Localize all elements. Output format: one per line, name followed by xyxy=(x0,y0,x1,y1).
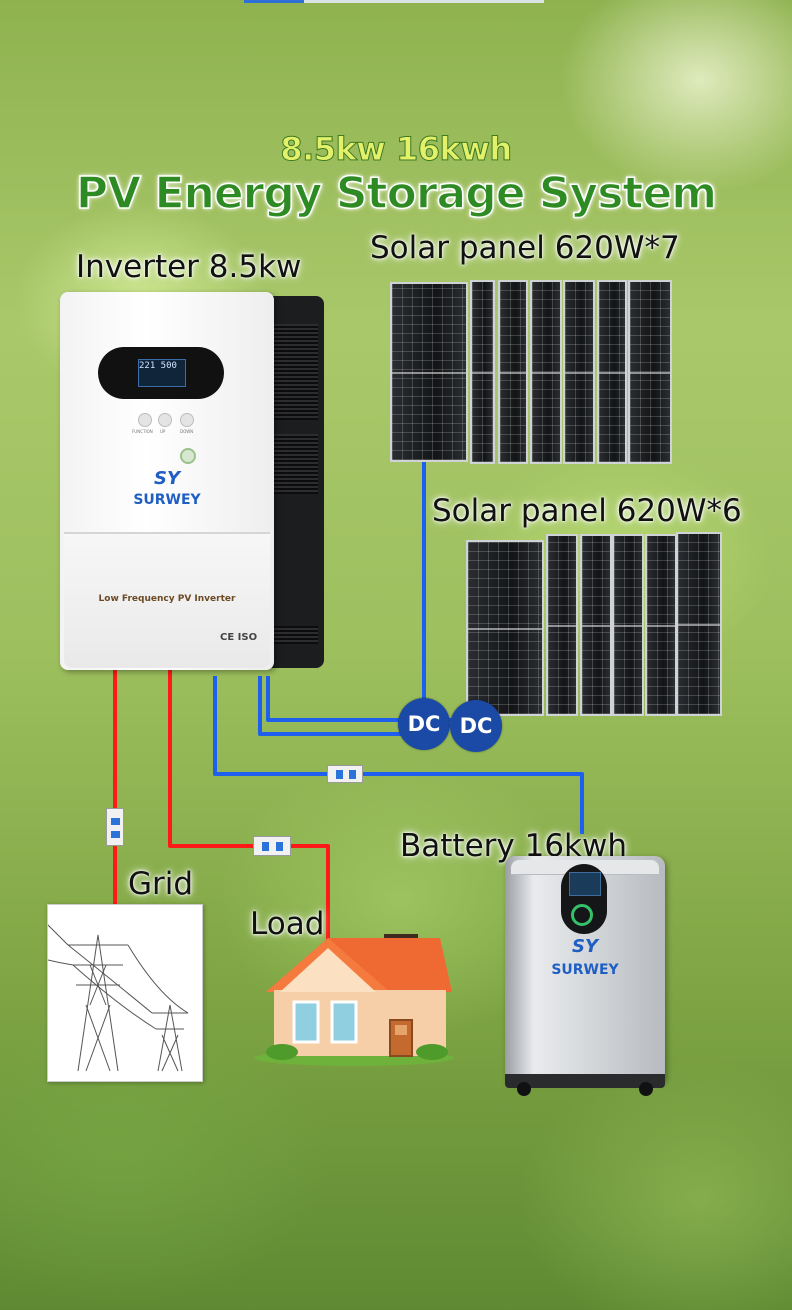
solar-panel-icon xyxy=(628,280,672,464)
dc-connector-1: DC xyxy=(398,698,450,750)
solar-panel-icon xyxy=(597,280,627,464)
wheel-icon xyxy=(639,1082,653,1096)
transmission-tower-icon xyxy=(47,904,203,1082)
dc-wire-inverter-1 xyxy=(258,676,424,736)
inverter-model-label: Low Frequency PV Inverter xyxy=(98,594,236,604)
battery-control-pod xyxy=(561,864,607,934)
solar-panel-icon xyxy=(470,280,495,464)
solar-panel-icon xyxy=(546,534,578,716)
inverter-logo: SY xyxy=(154,468,180,489)
grid-breaker-icon xyxy=(106,808,124,846)
function-button xyxy=(138,413,152,427)
up-button xyxy=(158,413,172,427)
certification-marks: CE ISO xyxy=(220,632,258,643)
inverter-lower-cover xyxy=(64,532,270,668)
battery-power-ring-icon xyxy=(571,904,593,926)
inverter-lcd: 221 500 xyxy=(138,359,186,387)
inverter-label: Inverter 8.5kw xyxy=(76,249,302,285)
solar-panel-2-label: Solar panel 620W*6 xyxy=(432,493,742,529)
solar-panel-icon xyxy=(645,534,677,716)
battery-logo: SY xyxy=(572,936,598,957)
grid-label: Grid xyxy=(128,866,194,902)
load-breaker-icon xyxy=(253,836,291,856)
down-label: DOWN xyxy=(180,429,194,434)
solar-panel-icon xyxy=(612,534,644,716)
battery-screen xyxy=(569,872,601,896)
solar-panel-icon xyxy=(530,280,562,464)
solar-panel-1-label: Solar panel 620W*7 xyxy=(370,230,680,266)
top-progress-bar xyxy=(244,0,544,3)
dc-connector-2: DC xyxy=(450,700,502,752)
solar-panel-icon xyxy=(466,540,544,716)
ac-wire-load xyxy=(168,670,330,945)
vent-grille xyxy=(274,324,318,420)
inverter-unit: 221 500 FUNCTION UP DOWN SY SURWEY Low F… xyxy=(60,292,324,672)
inverter-display: 221 500 xyxy=(98,347,224,399)
battery-brand: SURWEY xyxy=(551,962,619,978)
up-label: UP xyxy=(160,429,166,434)
battery-body: SY SURWEY xyxy=(505,856,665,1088)
solar-panel-icon xyxy=(676,532,722,716)
solar-panel-icon xyxy=(580,534,612,716)
house-icon xyxy=(252,930,457,1070)
solar-panel-icon xyxy=(563,280,595,464)
inverter-brand: SURWEY xyxy=(133,492,201,508)
battery-icon: SY SURWEY xyxy=(505,856,665,1100)
solar-panel-icon xyxy=(498,280,528,464)
function-label: FUNCTION xyxy=(132,429,153,434)
vent-grille xyxy=(274,434,318,494)
solar-panel-icon xyxy=(390,282,468,462)
battery-base xyxy=(505,1074,665,1088)
vent-grille xyxy=(274,626,318,644)
title-main: PV Energy Storage System xyxy=(75,167,718,220)
title-capacity: 8.5kw 16kwh xyxy=(280,130,513,169)
power-indicator-icon xyxy=(180,448,196,464)
dc-wire-battery xyxy=(213,676,584,834)
wheel-icon xyxy=(517,1082,531,1096)
load-label: Load xyxy=(250,906,325,942)
down-button xyxy=(180,413,194,427)
inverter-front: 221 500 FUNCTION UP DOWN SY SURWEY Low F… xyxy=(60,292,274,670)
dc-breaker-icon xyxy=(327,765,363,783)
